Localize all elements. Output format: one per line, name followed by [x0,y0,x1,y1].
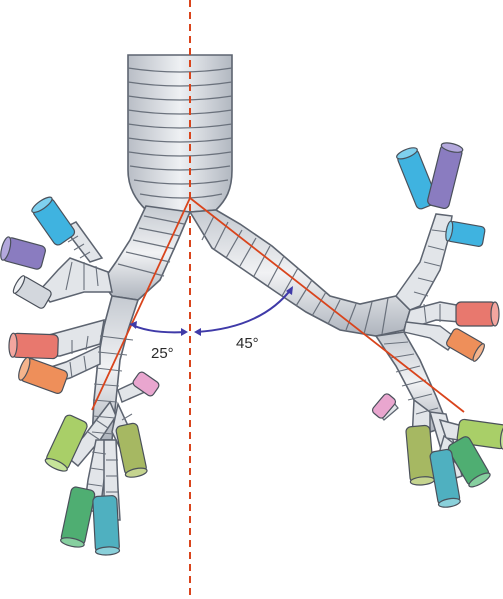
segment-red-right [456,302,499,326]
segment-orange-left [16,356,68,395]
trachea [128,55,232,212]
segment-olive-left [115,422,148,478]
segment-orange-right [445,327,486,362]
segment-purple-right [427,141,464,209]
right-main-bronchus [102,206,190,300]
left-angle-arc [196,288,292,332]
segment-pink-right [371,392,397,419]
right-angle-arc-arrow-end [181,328,188,336]
left-angle-label: 45° [236,335,259,352]
left-bronchus-axis-line [190,198,464,412]
segment-green-left [60,486,96,549]
right-angle-label: 25° [151,345,174,362]
segment-gray-left [11,274,52,309]
segment-purple-left [0,236,46,270]
left-angle-arc-arrow [194,328,201,336]
segment-teal-left [93,495,120,555]
right-angle-arc [130,324,186,332]
segment-red-left [9,333,59,359]
left-main-bronchus [190,210,410,336]
segment-blue2-right [445,221,486,247]
segment-blue-left [30,195,77,247]
